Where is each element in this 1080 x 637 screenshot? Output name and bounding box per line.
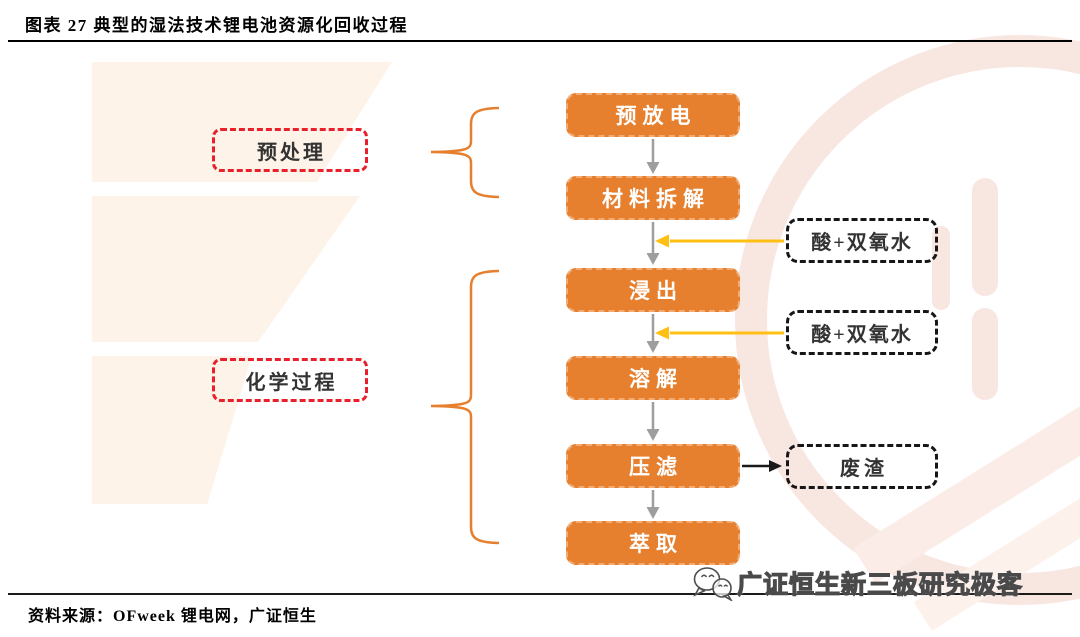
step-material-disassembly: 材料拆解 bbox=[566, 176, 740, 220]
stage-chemical-process: 化学过程 bbox=[212, 358, 368, 402]
footer-rule bbox=[8, 593, 1072, 595]
step-press-filtration: 压滤 bbox=[566, 444, 740, 488]
step-dissolution: 溶解 bbox=[566, 356, 740, 400]
step-pre-discharge: 预放电 bbox=[566, 93, 740, 137]
reagent-acid-peroxide-1: 酸+双氧水 bbox=[786, 218, 938, 263]
brand-watermark-text: 广证恒生新三板研究极客 bbox=[736, 571, 1024, 599]
reagent-acid-peroxide-2: 酸+双氧水 bbox=[786, 310, 938, 355]
stage-pretreatment: 预处理 bbox=[212, 128, 368, 172]
title-underline bbox=[8, 40, 1072, 42]
source-note: 资料来源：OFweek 锂电网，广证恒生 bbox=[28, 608, 317, 625]
seal-glyph-bar-1 bbox=[972, 178, 998, 296]
brand-watermark: 广证恒生新三板研究极客 bbox=[692, 564, 1023, 602]
wechat-icon bbox=[693, 567, 733, 601]
seal-glyph-bar-2 bbox=[972, 308, 998, 400]
byproduct-waste-residue: 废渣 bbox=[786, 444, 938, 489]
stage-braces bbox=[430, 106, 500, 545]
step-leaching: 浸出 bbox=[566, 268, 740, 312]
figure-title: 图表 27 典型的湿法技术锂电池资源化回收过程 bbox=[25, 16, 408, 35]
left-logo-watermark-band-2 bbox=[92, 196, 360, 342]
step-extraction: 萃取 bbox=[566, 521, 740, 565]
